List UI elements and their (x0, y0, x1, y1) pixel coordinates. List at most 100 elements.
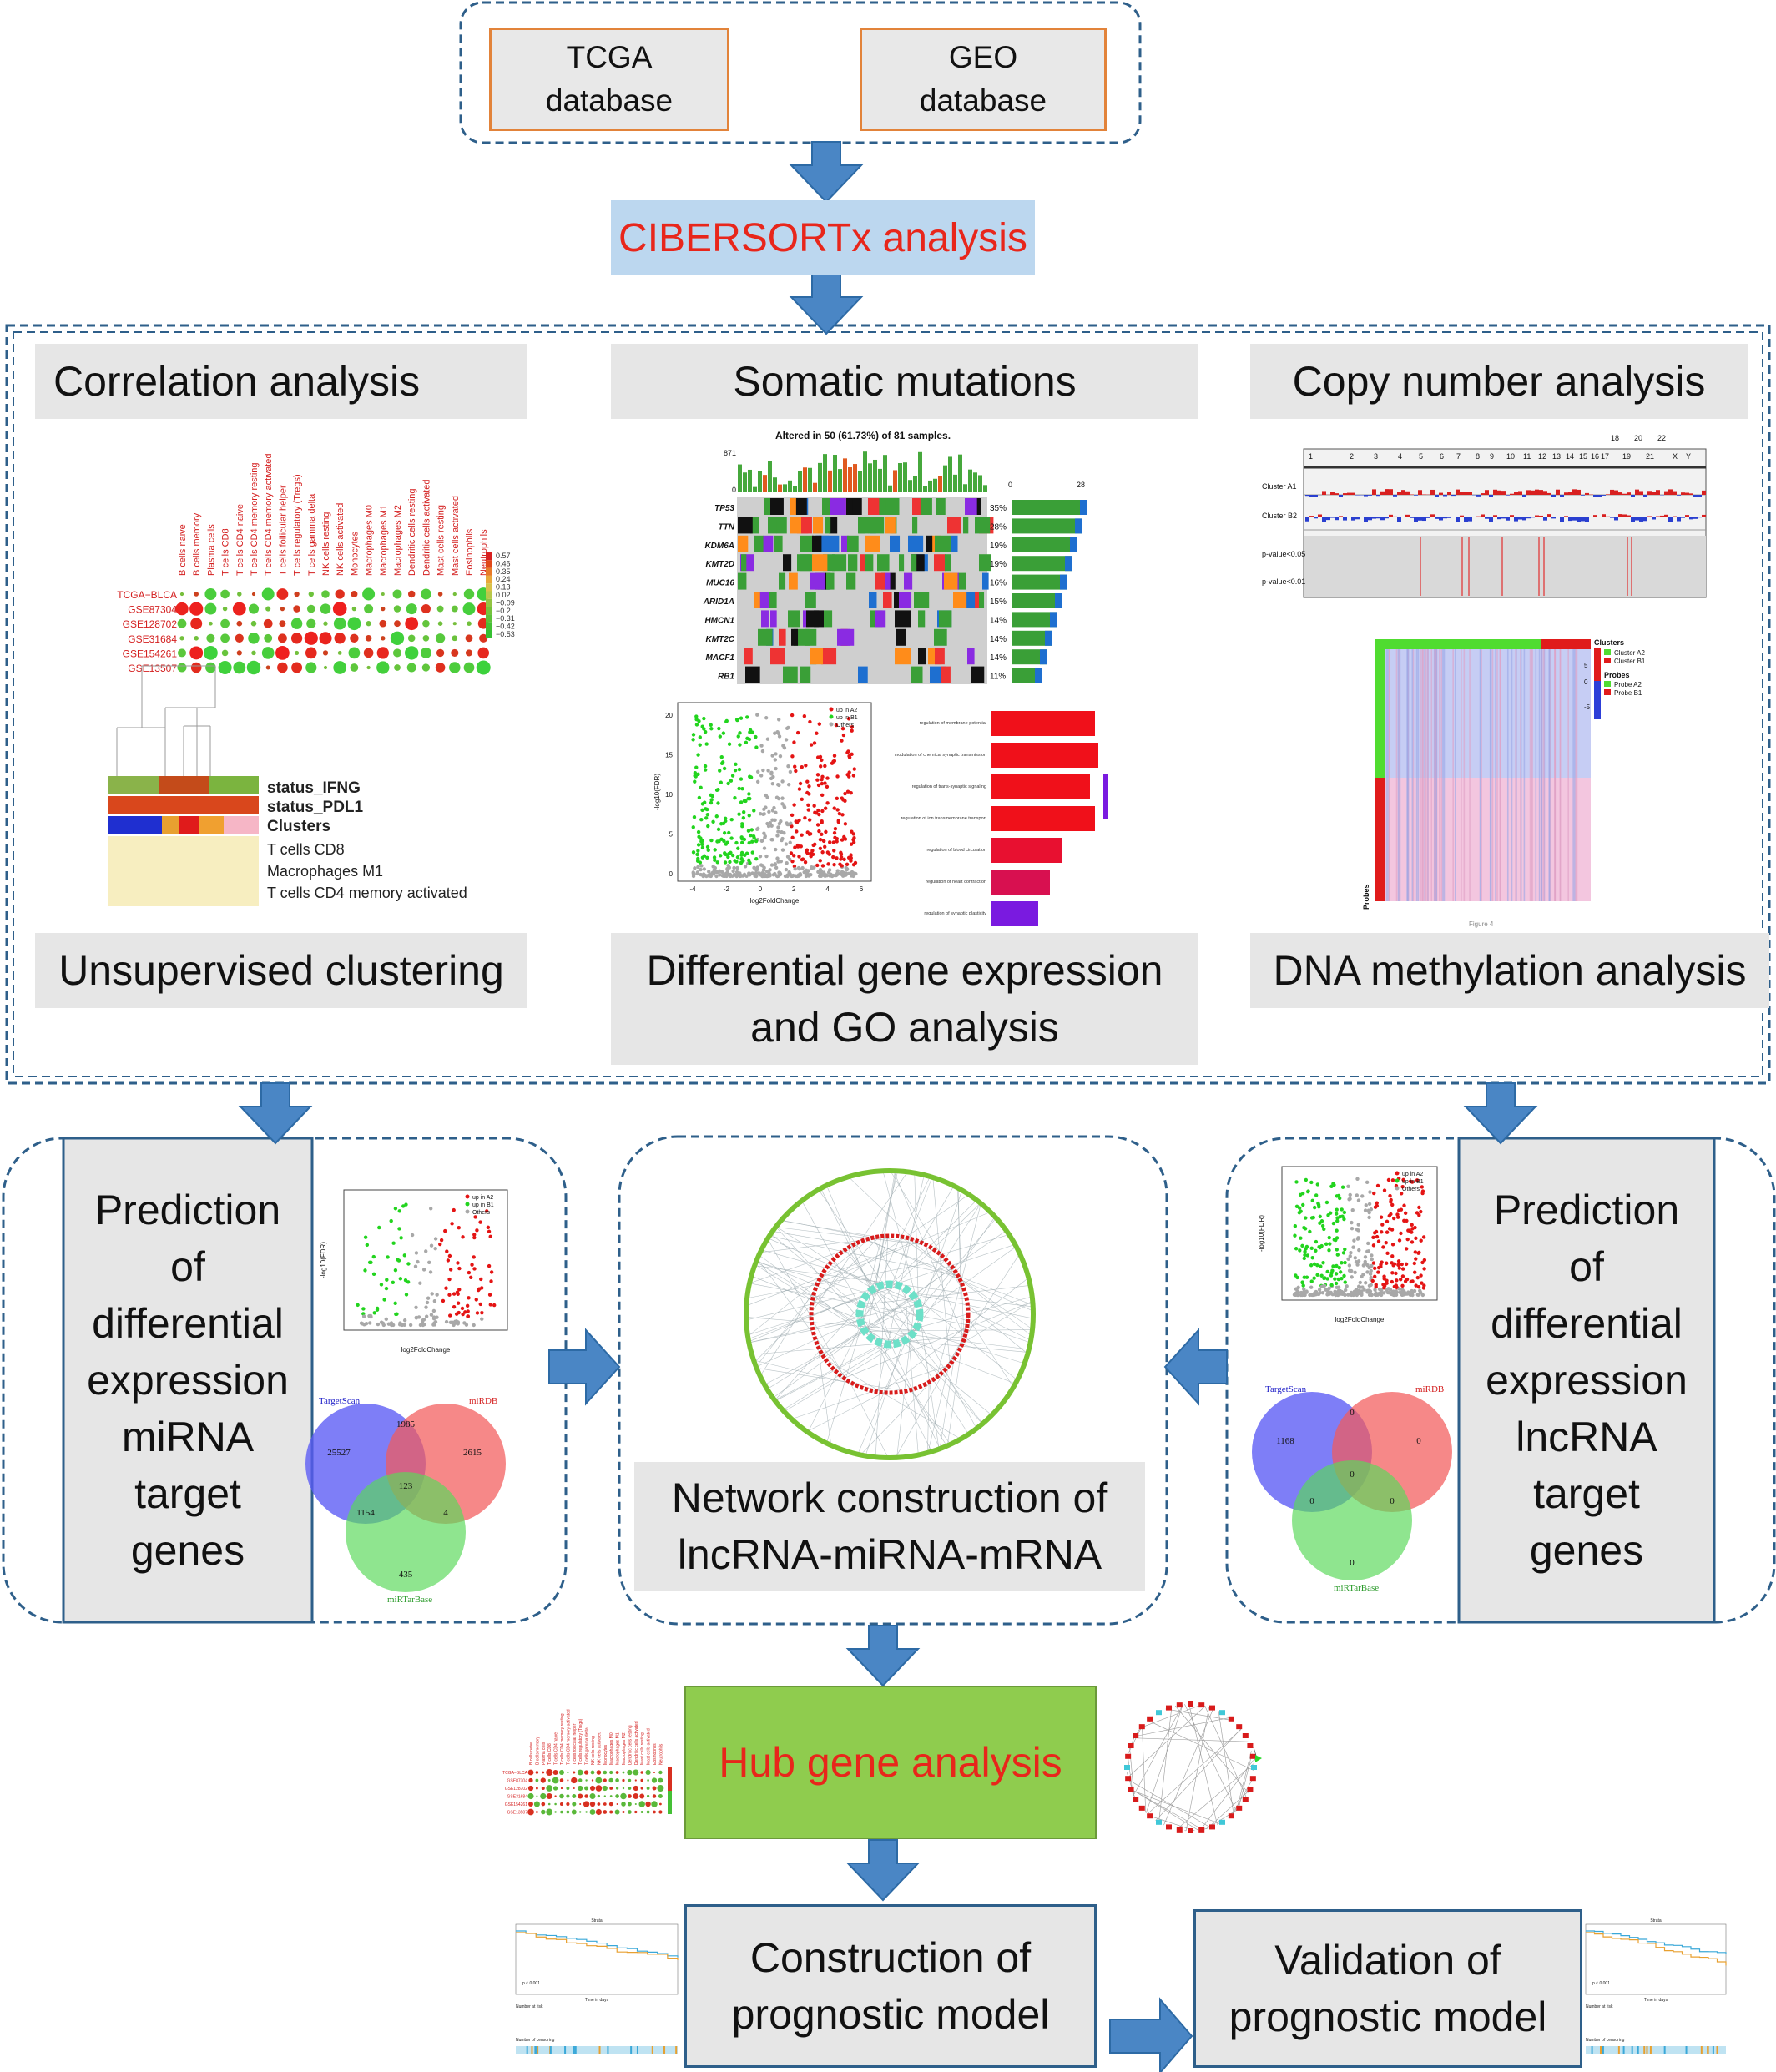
hub-corr-row: GSE128702 (505, 1787, 527, 1792)
hub-corr-col: Plasma cells (542, 1741, 547, 1765)
corr-row-label: GSE31684 (128, 633, 177, 645)
onco-gene-label: TP53 (714, 504, 734, 513)
corr-dot (406, 603, 417, 615)
corr-dot (220, 618, 230, 628)
km-label: Number of censoring (516, 2038, 555, 2043)
cnv-chrom-label: 14 (1566, 452, 1574, 461)
arrow-analysis-to-mirna (240, 1082, 311, 1144)
dna-methylation-label: DNA methylation analysis (1273, 947, 1747, 994)
hub-gene-label: Hub gene analysis (719, 1739, 1062, 1786)
hub-gene-box: Hub gene analysis (684, 1686, 1097, 1839)
corr-dot (319, 632, 332, 645)
corr-dot (320, 603, 331, 614)
corr-dot (351, 590, 358, 598)
go-term-label: regulation of trans-synaptic signaling (912, 784, 986, 789)
cnv-chrom-label: 15 (1579, 452, 1587, 461)
cluster-label: Macrophages M1 (267, 863, 383, 880)
corr-dot (190, 618, 203, 630)
cnv-chrom-label: 2 (1350, 452, 1354, 461)
venn-value: 1985 (396, 1419, 416, 1429)
onco-pct-label: 19% (990, 560, 1007, 569)
corr-dot (476, 660, 491, 675)
corr-dot (366, 665, 371, 670)
corr-dot (376, 661, 390, 674)
construction-model-box: Construction of prognostic model (684, 1904, 1097, 2068)
corr-col-label: Monocytes (350, 531, 360, 576)
corr-dot (290, 618, 303, 629)
corr-dot (275, 646, 290, 660)
km-label: Number at risk (516, 2004, 543, 2009)
arrow-sources-to-cibersort (790, 141, 862, 203)
corr-col-label: NK cells activated (336, 503, 346, 576)
oncoplot-thumbnail: Altered in 50 (61.73%) of 81 samples.871… (703, 430, 1087, 684)
differential-expression-box: Differential gene expression and GO anal… (611, 933, 1198, 1065)
corr-dot (337, 650, 342, 655)
corr-dot (421, 663, 431, 672)
corr-col-label: Mast cells activated (451, 496, 461, 576)
corr-dot (306, 604, 315, 613)
hub-corr-col: T cells regulatory (Tregs) (578, 1718, 583, 1765)
corr-dot (381, 592, 385, 597)
cibersortx-box: CIBERSORTx analysis (611, 200, 1035, 275)
corr-dot (279, 620, 286, 628)
corr-dot (280, 606, 285, 612)
geo-database-label: GEO database (919, 40, 1047, 118)
venn-value: 2615 (463, 1448, 482, 1458)
volcano-legend: up in A2 (1402, 1172, 1423, 1177)
corr-dot (291, 662, 303, 673)
hub-corr-col: Monocytes (603, 1744, 608, 1765)
corr-dot (277, 662, 288, 673)
arrow-construction-to-validation (1109, 1997, 1193, 2072)
volcano-x-tick: -2 (724, 885, 730, 893)
cnv-chrom-label: 13 (1552, 452, 1561, 461)
volcano-y-tick: 20 (665, 712, 673, 719)
corr-dot (203, 645, 218, 660)
corr-dot (465, 634, 473, 643)
corr-dot (451, 605, 458, 613)
corr-scale-label: 0.13 (496, 583, 511, 592)
corr-dot (376, 647, 389, 659)
km-label: Time in days (1644, 1998, 1668, 2003)
cnv-chrom-label: X (1673, 452, 1678, 461)
cnv-chrom-label: 11 (1523, 452, 1531, 461)
onco-pct-label: 14% (990, 616, 1007, 625)
corr-row-label: GSE13507 (128, 663, 177, 674)
corr-dot (394, 620, 401, 628)
go-term-label: regulation of synaptic plasticity (924, 911, 986, 916)
volcano-legend: Others (472, 1210, 491, 1216)
venn-value: 25527 (327, 1448, 351, 1458)
corr-dot (265, 606, 271, 612)
corr-dot (277, 633, 287, 643)
methyl-scale: -5 (1584, 703, 1591, 711)
corr-dot (250, 620, 257, 627)
copy-number-box: Copy number analysis (1250, 344, 1748, 419)
corr-dot (452, 622, 457, 626)
corr-dot (436, 648, 445, 658)
go-term-label: regulation of heart contraction (926, 880, 986, 885)
km-label: p < 0.001 (1592, 1981, 1610, 1986)
methyl-legend: Cluster A2 (1614, 649, 1645, 657)
corr-dot (265, 665, 270, 670)
corr-dot (205, 662, 216, 673)
corr-dot (179, 636, 184, 641)
corr-dot (332, 602, 347, 616)
corr-dot (436, 605, 444, 613)
corr-col-label: B cells memory (192, 512, 202, 576)
hub-corr-col: T cells follicular helper (573, 1723, 578, 1765)
validation-model-box: Validation of prognostic model (1193, 1909, 1582, 2068)
volcano-y-title: -log10(FDR) (1258, 1215, 1265, 1252)
corr-dot (221, 649, 229, 657)
corr-dot (236, 620, 243, 627)
mirna-prediction-label: Prediction of differential expression mi… (87, 1187, 289, 1574)
unsupervised-clustering-label: Unsupervised clustering (58, 947, 504, 994)
corr-dot (452, 635, 458, 642)
venn-label: miRTarBase (1334, 1583, 1379, 1593)
volcano-x-tick: -4 (689, 885, 696, 893)
corr-dot (366, 621, 371, 627)
volcano-x-title: log2FoldChange (1335, 1316, 1385, 1323)
corr-col-label: T cells CD4 memory resting (250, 463, 260, 577)
volcano-legend: Others (836, 723, 855, 728)
